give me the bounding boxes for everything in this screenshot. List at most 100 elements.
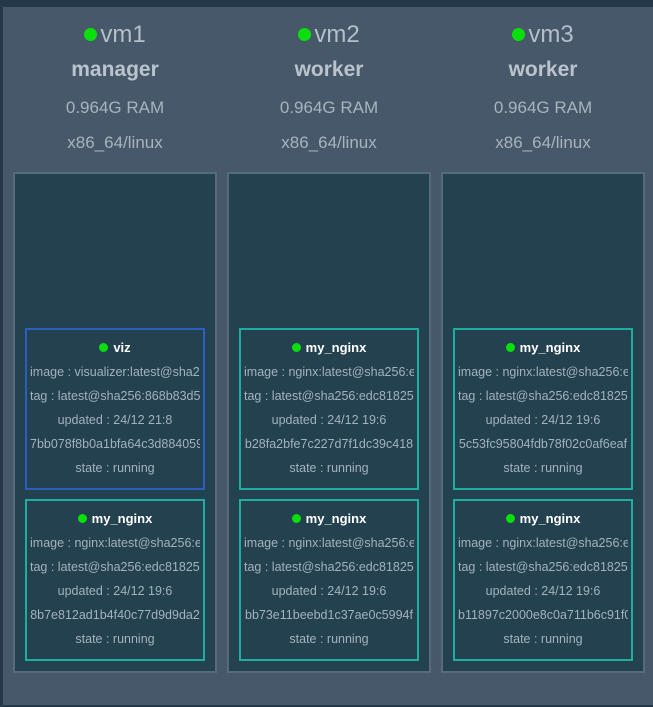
node-column: vm1 manager 0.964G RAM x86_64/linux viz …	[13, 7, 217, 705]
container-detail-line: updated : 24/12 19:6	[30, 579, 200, 603]
container-detail-text: tag : latest@sha256:edc818258	[458, 560, 628, 574]
container-card: my_nginx image : nginx:latest@sha256:e t…	[453, 499, 633, 661]
container-title-row: my_nginx	[244, 336, 414, 360]
node-status-icon	[84, 28, 98, 41]
container-detail-line: b28fa2bfe7c227d7f1dc39c418	[244, 432, 414, 456]
container-detail-text: 8b7e812ad1b4f40c77d9d9da2	[30, 608, 200, 622]
node-name-row: vm2	[227, 22, 431, 48]
container-card: my_nginx image : nginx:latest@sha256:e t…	[239, 328, 419, 490]
node-header: vm3 worker 0.964G RAM x86_64/linux	[441, 7, 645, 172]
node-platform: x86_64/linux	[67, 133, 163, 152]
container-detail-text: updated : 24/12 21:8	[57, 413, 173, 427]
node-status-icon	[512, 28, 526, 41]
container-status-icon	[505, 343, 515, 352]
container-card: viz image : visualizer:latest@sha25 tag …	[25, 328, 205, 490]
container-detail-text: tag : latest@sha256:edc818258	[244, 389, 414, 403]
container-detail-line: state : running	[458, 627, 628, 651]
container-detail-text: updated : 24/12 19:6	[485, 584, 601, 598]
container-status-icon	[99, 343, 109, 352]
container-name: my_nginx	[91, 511, 153, 526]
container-title-row: my_nginx	[244, 507, 414, 531]
container-detail-text: image : nginx:latest@sha256:e	[30, 536, 200, 550]
container-detail-text: tag : latest@sha256:edc818258	[30, 560, 200, 574]
node-platform: x86_64/linux	[495, 133, 591, 152]
container-detail-line: 5c53fc95804fdb78f02c0af6eaf	[458, 432, 628, 456]
container-detail-text: image : nginx:latest@sha256:e	[458, 536, 628, 550]
container-name: my_nginx	[519, 340, 581, 355]
node-tasks-box: my_nginx image : nginx:latest@sha256:e t…	[441, 172, 645, 673]
container-detail-line: tag : latest@sha256:edc818258	[244, 384, 414, 408]
container-status-icon	[505, 514, 515, 523]
container-detail-text: state : running	[75, 461, 155, 475]
container-name: my_nginx	[305, 511, 367, 526]
node-status-icon	[298, 28, 312, 41]
container-detail-text: 7bb078f8b0a1bfa64c3d884059	[30, 437, 200, 451]
container-detail-line: image : nginx:latest@sha256:e	[458, 360, 628, 384]
node-column: vm2 worker 0.964G RAM x86_64/linux my_ng…	[227, 7, 431, 705]
container-detail-text: b11897c2000e8c0a711b6c91f0	[458, 608, 628, 622]
node-column: vm3 worker 0.964G RAM x86_64/linux my_ng…	[441, 7, 645, 705]
container-detail-line: state : running	[30, 456, 200, 480]
container-detail-line: updated : 24/12 19:6	[458, 408, 628, 432]
node-name: vm1	[100, 21, 146, 48]
container-detail-text: image : visualizer:latest@sha25	[30, 365, 200, 379]
node-name-row: vm1	[13, 22, 217, 48]
swarm-nodes-panel: vm1 manager 0.964G RAM x86_64/linux viz …	[3, 7, 653, 705]
container-detail-text: 5c53fc95804fdb78f02c0af6eaf	[458, 437, 628, 451]
container-detail-line: state : running	[30, 627, 200, 651]
container-detail-line: b11897c2000e8c0a711b6c91f0	[458, 603, 628, 627]
container-detail-text: updated : 24/12 19:6	[271, 584, 387, 598]
container-detail-text: state : running	[289, 632, 369, 646]
container-detail-line: image : nginx:latest@sha256:e	[30, 531, 200, 555]
node-name: vm2	[314, 21, 360, 48]
container-detail-line: tag : latest@sha256:edc818258	[30, 555, 200, 579]
container-status-icon	[77, 514, 87, 523]
node-role: worker	[294, 58, 364, 81]
node-role: worker	[508, 58, 578, 81]
container-detail-text: state : running	[503, 632, 583, 646]
container-detail-text: state : running	[289, 461, 369, 475]
container-detail-text: tag : latest@sha256:868b83d59	[30, 389, 200, 403]
container-detail-line: 7bb078f8b0a1bfa64c3d884059	[30, 432, 200, 456]
container-detail-line: state : running	[458, 456, 628, 480]
container-card: my_nginx image : nginx:latest@sha256:e t…	[453, 328, 633, 490]
container-title-row: my_nginx	[458, 507, 628, 531]
container-detail-line: 8b7e812ad1b4f40c77d9d9da2	[30, 603, 200, 627]
container-detail-line: updated : 24/12 19:6	[458, 579, 628, 603]
container-card: my_nginx image : nginx:latest@sha256:e t…	[25, 499, 205, 661]
container-detail-line: image : nginx:latest@sha256:e	[244, 531, 414, 555]
container-detail-text: bb73e11beebd1c37ae0c5994f	[245, 608, 413, 622]
node-tasks-box: my_nginx image : nginx:latest@sha256:e t…	[227, 172, 431, 673]
node-ram: 0.964G RAM	[65, 98, 165, 117]
container-status-icon	[291, 343, 301, 352]
container-detail-line: image : visualizer:latest@sha25	[30, 360, 200, 384]
container-detail-text: state : running	[75, 632, 155, 646]
container-name: my_nginx	[305, 340, 367, 355]
container-detail-text: image : nginx:latest@sha256:e	[244, 365, 414, 379]
container-detail-text: state : running	[503, 461, 583, 475]
container-title-row: my_nginx	[458, 336, 628, 360]
node-role: manager	[71, 58, 159, 81]
node-tasks-box: viz image : visualizer:latest@sha25 tag …	[13, 172, 217, 673]
container-detail-text: updated : 24/12 19:6	[485, 413, 601, 427]
node-header: vm1 manager 0.964G RAM x86_64/linux	[13, 7, 217, 172]
container-name: my_nginx	[519, 511, 581, 526]
container-card: my_nginx image : nginx:latest@sha256:e t…	[239, 499, 419, 661]
container-detail-text: tag : latest@sha256:edc818258	[458, 389, 628, 403]
container-detail-line: state : running	[244, 627, 414, 651]
container-status-icon	[291, 514, 301, 523]
node-ram: 0.964G RAM	[279, 98, 379, 117]
container-detail-text: b28fa2bfe7c227d7f1dc39c418	[244, 437, 414, 451]
node-name: vm3	[528, 21, 574, 48]
node-ram: 0.964G RAM	[493, 98, 593, 117]
node-header: vm2 worker 0.964G RAM x86_64/linux	[227, 7, 431, 172]
container-detail-line: updated : 24/12 19:6	[244, 408, 414, 432]
container-title-row: my_nginx	[30, 507, 200, 531]
container-detail-line: image : nginx:latest@sha256:e	[458, 531, 628, 555]
container-detail-text: image : nginx:latest@sha256:e	[458, 365, 628, 379]
container-name: viz	[113, 340, 131, 355]
node-name-row: vm3	[441, 22, 645, 48]
container-detail-text: tag : latest@sha256:edc818258	[244, 560, 414, 574]
container-detail-line: image : nginx:latest@sha256:e	[244, 360, 414, 384]
